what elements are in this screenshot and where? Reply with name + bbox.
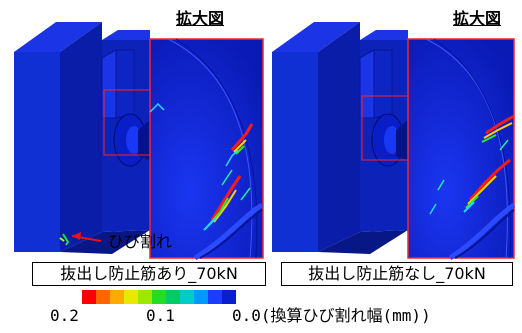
colorbar-swatch — [194, 290, 208, 304]
colorbar-swatch — [180, 290, 194, 304]
colorbar-tick-mid: 0.1 — [146, 306, 175, 325]
colorbar-swatch — [110, 290, 124, 304]
left-crack — [59, 232, 102, 246]
right-zoom-title: 拡大図 — [453, 9, 502, 28]
colorbar-swatch — [82, 290, 96, 304]
colorbar — [82, 290, 236, 304]
right-zoom-panel — [407, 38, 516, 261]
left-zoom-title: 拡大図 — [176, 9, 225, 28]
colorbar-swatch — [222, 290, 236, 304]
colorbar-tick-max: 0.2 — [50, 306, 79, 325]
left-case-label: 抜出し防止筋あり_70kN — [32, 262, 266, 286]
right-model — [272, 22, 408, 254]
colorbar-swatch — [208, 290, 222, 304]
colorbar-swatch — [152, 290, 166, 304]
right-case-label: 抜出し防止筋なし_70kN — [281, 262, 513, 286]
colorbar-tick-min: 0.0(換算ひび割れ幅(mm)) — [232, 306, 431, 325]
colorbar-swatch — [96, 290, 110, 304]
colorbar-swatch — [138, 290, 152, 304]
crack-label: ひび割れ — [108, 232, 173, 251]
colorbar-swatch — [166, 290, 180, 304]
left-model — [14, 22, 150, 254]
colorbar-swatch — [124, 290, 138, 304]
left-zoom-panel — [149, 38, 264, 261]
